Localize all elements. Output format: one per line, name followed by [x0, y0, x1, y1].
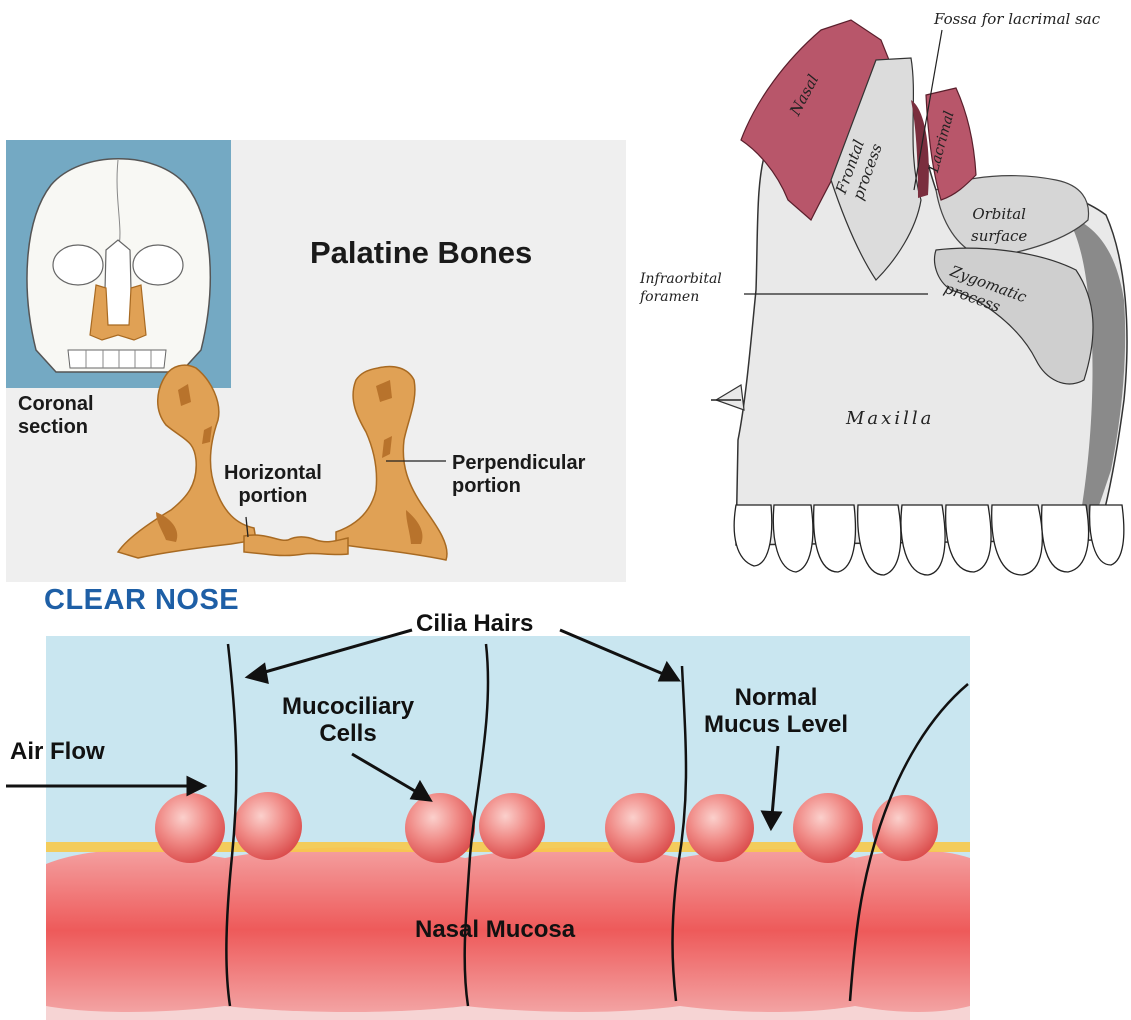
coronal-skull-inset — [6, 140, 231, 388]
cilia-hairs-label: Cilia Hairs — [416, 610, 533, 637]
infraorbital-foramen-label: Infraorbital foramen — [640, 270, 722, 306]
fossa-lacrimal-label: Fossa for lacrimal sac — [934, 10, 1100, 28]
mucociliary-cells-label: Mucociliary Cells — [282, 693, 414, 747]
nasal-mucosa-label: Nasal Mucosa — [415, 916, 575, 943]
palatine-bones-panel: Palatine Bones Coronal section Horizonta… — [6, 140, 626, 582]
maxilla-panel: Fossa for lacrimal sac Infraorbital fora… — [636, 0, 1131, 585]
maxilla-label: Maxilla — [846, 408, 934, 429]
palatine-title: Palatine Bones — [310, 235, 532, 271]
clear-nose-panel: Cilia Hairs Mucociliary Cells Normal Muc… — [0, 596, 1131, 1020]
right-palatine-bone — [336, 367, 447, 561]
perpendicular-portion-label: Perpendicular portion — [452, 452, 585, 498]
horizontal-plate — [244, 535, 348, 555]
normal-mucus-level-label: Normal Mucus Level — [704, 684, 848, 738]
mucosa-illustration — [0, 596, 1131, 1020]
horizontal-portion-label: Horizontal portion — [224, 462, 322, 508]
maxilla-teeth — [734, 505, 1124, 575]
skull-illustration — [6, 140, 231, 388]
air-flow-label: Air Flow — [10, 738, 105, 765]
coronal-section-label: Coronal section — [18, 393, 94, 439]
orbital-surface-label: Orbital surface — [971, 203, 1027, 247]
